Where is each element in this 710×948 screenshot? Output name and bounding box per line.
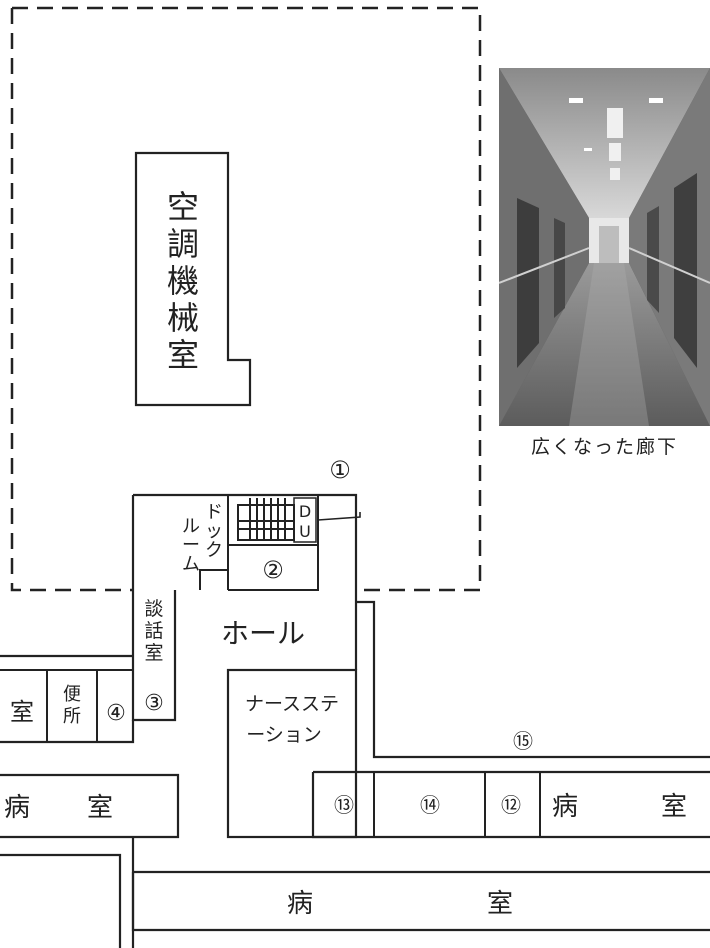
ward-right-label-2: 室 [661, 792, 687, 822]
machine-room-label: 空 調 機 械 室 [167, 188, 199, 374]
marker-4: ④ [106, 701, 126, 726]
svg-text:話: 話 [144, 620, 163, 642]
svg-text:空: 空 [167, 188, 199, 226]
svg-text:U: U [299, 522, 311, 541]
ward-mid-left-label-1: 病 [4, 793, 30, 823]
marker-12: ⑫ [501, 793, 521, 817]
machine-room-outline [134, 151, 252, 407]
marker-2: ② [262, 556, 284, 584]
marker-15: ⑮ [513, 729, 533, 753]
ward-right-label-1: 病 [552, 792, 578, 822]
corridor-wall-left [0, 853, 122, 948]
marker-3: ③ [144, 691, 164, 716]
svg-text:ー: ー [182, 535, 200, 556]
svg-text:械: 械 [167, 299, 199, 337]
dock-step [199, 569, 228, 590]
ward-mid-left-outline [0, 773, 180, 839]
dock-block-outline [131, 493, 358, 670]
dashed-boundary [10, 6, 482, 592]
ward-upper-left-label: 室 [10, 698, 34, 726]
marker-1: ① [329, 456, 351, 484]
svg-text:便: 便 [63, 684, 81, 705]
ward-bottom-label-2: 室 [487, 889, 513, 919]
photo-caption: 広くなった廊下 [530, 436, 678, 458]
svg-text:ル: ル [182, 516, 200, 537]
svg-text:談: 談 [144, 598, 163, 620]
ward-bottom-label-1: 病 [287, 889, 313, 919]
ward-bottom-outline [131, 870, 710, 932]
svg-text:室: 室 [144, 642, 163, 664]
lounge-outline [131, 590, 177, 722]
ward-mid-left-label-2: 室 [87, 793, 113, 823]
left-ward-row-outline [0, 654, 135, 744]
svg-text:ク: ク [205, 540, 223, 561]
svg-text:所: 所 [63, 706, 81, 727]
marker-14: ⑭ [420, 793, 440, 817]
svg-text:ム: ム [182, 554, 200, 575]
elevator-du: D U [293, 497, 317, 543]
dock-room-label: ド ッ ク ル ー ム [182, 502, 223, 575]
svg-text:ナースステ: ナースステ [245, 693, 339, 715]
svg-text:調: 調 [167, 225, 199, 263]
svg-text:D: D [299, 502, 311, 521]
hall-label: ホール [221, 617, 305, 650]
svg-text:室: 室 [167, 336, 199, 374]
corridor-photo [499, 68, 710, 426]
ward-right-outline [311, 770, 710, 839]
marker-13: ⑬ [334, 793, 354, 817]
svg-text:ド: ド [205, 502, 223, 523]
corridor-wall-right [356, 600, 710, 759]
nurse-station-label: ナースステ ーション [245, 693, 339, 746]
door-swing [317, 512, 361, 521]
nurse-station-outline [226, 668, 358, 839]
stairs-icon [237, 498, 295, 541]
svg-text:ッ: ッ [205, 521, 223, 542]
svg-text:機: 機 [167, 262, 199, 300]
toilet-label: 便 所 [63, 684, 81, 727]
svg-text:ーション: ーション [246, 724, 322, 746]
lounge-label: 談 話 室 [144, 598, 163, 664]
